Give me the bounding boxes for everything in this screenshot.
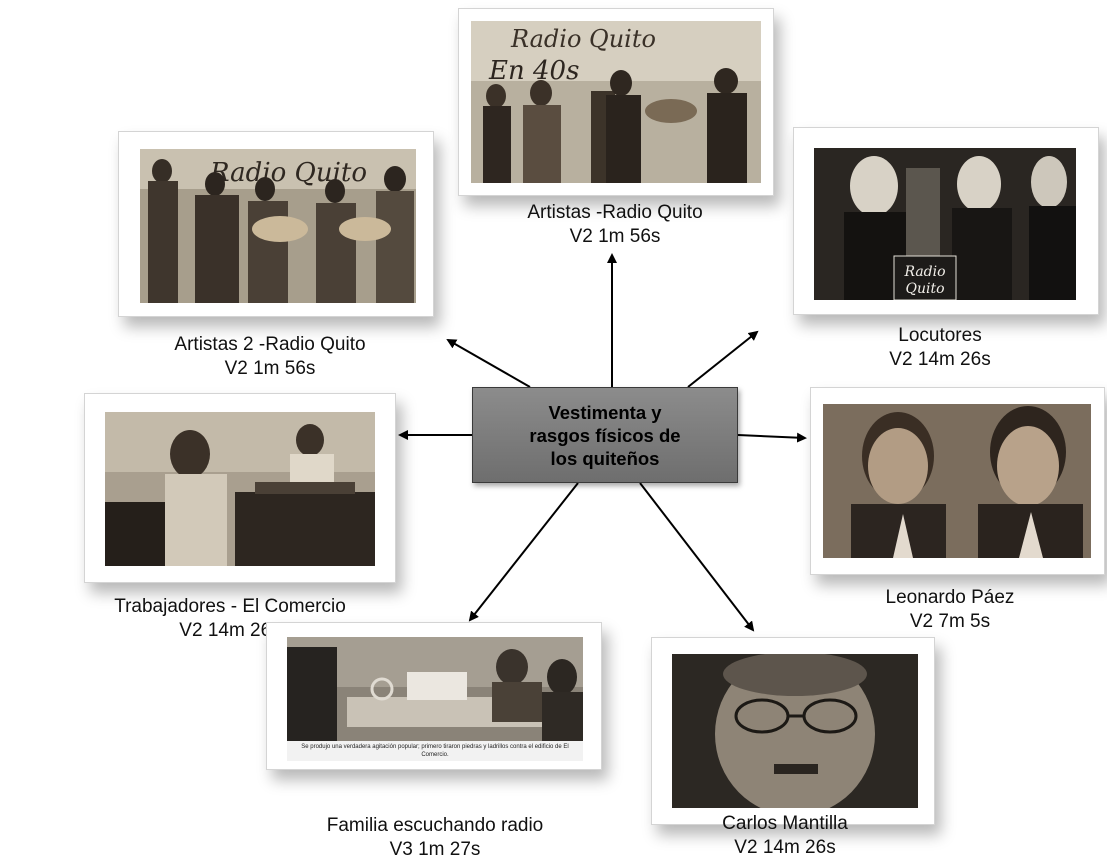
caption-artistas2-detail: V2 1m 56s <box>224 358 316 379</box>
sign-en-40s: En 40s <box>488 56 579 86</box>
photo-locutores: Radio Quito <box>814 148 1076 300</box>
arrow-to-familia <box>468 482 579 622</box>
sign-radio-quito: Radio Quito <box>510 25 656 53</box>
arrow-to-leonardo <box>737 432 807 443</box>
caption-locutores-title: Locutores <box>898 325 982 346</box>
caption-artistas-detail: V2 1m 56s <box>569 226 661 247</box>
photo-card-leonardo <box>810 387 1105 575</box>
photo-card-locutores: Radio Quito <box>793 127 1099 315</box>
caption-locutores: Locutores V2 14m 26s <box>800 324 1080 372</box>
center-topic-box: Vestimenta y rasgos físicos de los quite… <box>472 387 738 483</box>
center-topic-title: Vestimenta y rasgos físicos de los quite… <box>529 401 681 469</box>
mic-sign-radio: Radio <box>903 264 945 280</box>
caption-carlos-title: Carlos Mantilla <box>722 813 848 834</box>
photo-familia: Se produjo una verdadera agitación popul… <box>287 637 583 761</box>
photo-carlos <box>672 654 918 808</box>
caption-carlos: Carlos Mantilla V2 14m 26s <box>650 812 920 860</box>
caption-artistas: Artistas -Radio Quito V2 1m 56s <box>440 201 790 249</box>
photo-card-artistas2: Radio Quito <box>118 131 434 317</box>
caption-locutores-detail: V2 14m 26s <box>889 349 991 370</box>
photo-card-carlos <box>651 637 935 825</box>
arrow-to-artistas2 <box>446 339 531 388</box>
photo-familia-caption: Se produjo una verdadera agitación popul… <box>287 741 583 761</box>
photo-card-trabajadores <box>84 393 396 583</box>
photo-artistas: Radio Quito En 40s <box>471 21 761 183</box>
caption-trabajadores-detail: V2 14m 26s <box>179 620 281 641</box>
caption-leonardo-title: Leonardo Páez <box>885 587 1015 608</box>
photo-card-artistas: Radio Quito En 40s <box>458 8 774 196</box>
caption-carlos-detail: V2 14m 26s <box>734 837 836 858</box>
caption-trabajadores: Trabajadores - El Comercio V2 14m 26s <box>70 595 390 643</box>
arrow-to-locutores <box>687 330 759 388</box>
photo-artistas2: Radio Quito <box>140 149 416 303</box>
caption-familia: Familia escuchando radio V3 1m 27s <box>270 814 600 862</box>
caption-familia-title: Familia escuchando radio <box>326 815 544 836</box>
photo-trabajadores <box>105 412 375 566</box>
caption-artistas2: Artistas 2 -Radio Quito V2 1m 56s <box>110 333 430 381</box>
caption-leonardo-detail: V2 7m 5s <box>909 611 991 632</box>
caption-trabajadores-title: Trabajadores - El Comercio <box>114 596 346 617</box>
photo-leonardo <box>823 404 1091 558</box>
arrow-to-carlos <box>639 482 755 632</box>
photo-card-familia: Se produjo una verdadera agitación popul… <box>266 622 602 770</box>
mic-sign-quito: Quito <box>905 281 944 297</box>
caption-leonardo: Leonardo Páez V2 7m 5s <box>820 586 1080 634</box>
caption-familia-detail: V3 1m 27s <box>389 839 481 860</box>
sign-radio-quito-2: Radio Quito <box>209 158 367 188</box>
caption-artistas-title: Artistas -Radio Quito <box>527 202 703 223</box>
caption-artistas2-title: Artistas 2 -Radio Quito <box>174 334 366 355</box>
